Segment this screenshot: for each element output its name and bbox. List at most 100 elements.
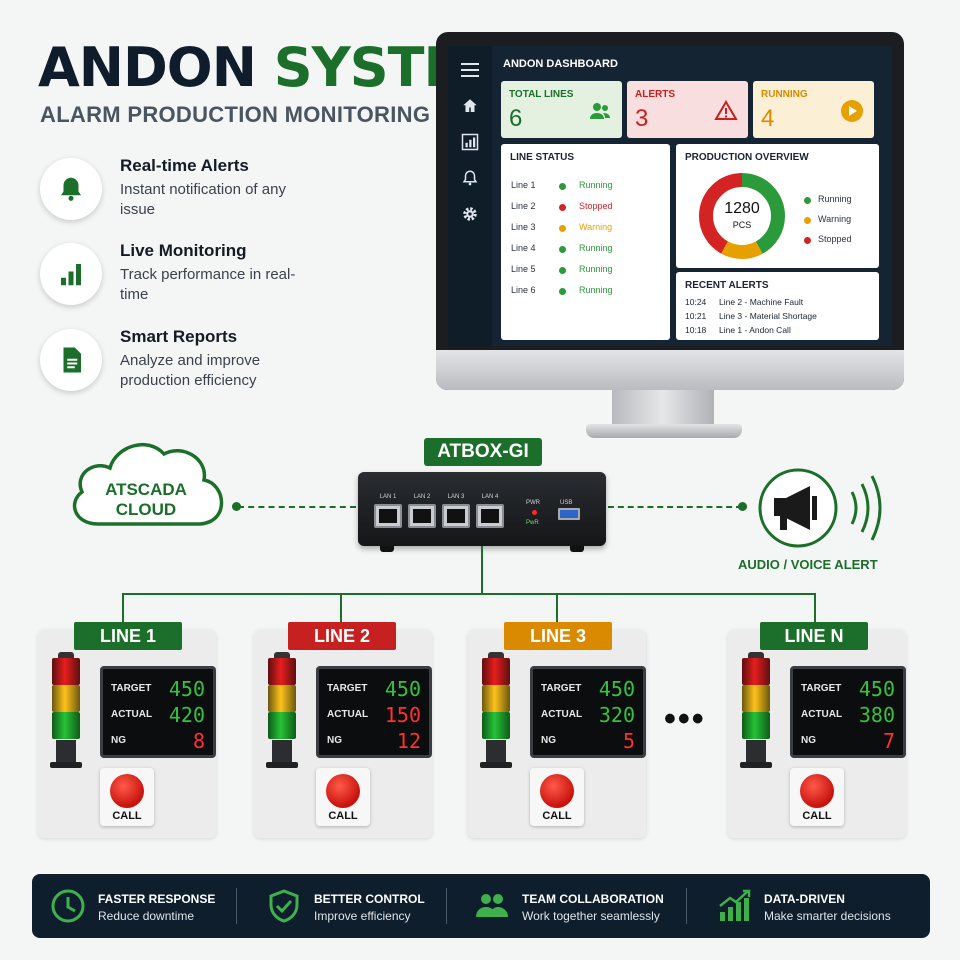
line-badge: LINE 2 (288, 622, 396, 650)
call-button[interactable]: CALL (530, 768, 584, 826)
kpi-alerts[interactable]: ALERTS 3 (627, 81, 748, 138)
dashboard-title: ANDON DASHBOARD (503, 58, 618, 70)
chart-icon[interactable] (460, 132, 480, 152)
call-label: CALL (112, 810, 142, 822)
warning-triangle-icon (714, 99, 738, 123)
device-foot (380, 546, 394, 552)
kpi-value: 4 (761, 105, 775, 132)
line-badge: LINE N (760, 622, 868, 650)
line-card: TARGET 450 ACTUAL 420 NG 8 CALL (38, 630, 216, 838)
device-foot (570, 546, 584, 552)
line-status-row[interactable]: Line 5 Running (511, 264, 661, 278)
line-card: TARGET 450 ACTUAL 150 NG 12 CALL (254, 630, 432, 838)
production-display: TARGET 450 ACTUAL 150 NG 12 (316, 666, 432, 758)
line-name: Line 1 (511, 180, 536, 190)
alert-time: 10:21 (685, 311, 707, 321)
target-label: TARGET (111, 683, 152, 694)
line-drop (122, 593, 124, 623)
legend-label: Stopped (818, 234, 852, 244)
benefits-bar: FASTER RESPONSE Reduce downtime BETTER C… (32, 874, 930, 938)
megaphone-icon (758, 468, 882, 548)
call-button[interactable]: CALL (316, 768, 370, 826)
dashboard-sidebar (448, 46, 492, 346)
call-button-cap[interactable] (540, 774, 574, 808)
status-dot (559, 183, 566, 190)
target-value: 450 (384, 677, 421, 701)
connection-node (232, 502, 241, 511)
legend-dot (804, 237, 811, 244)
home-icon[interactable] (460, 96, 480, 116)
monitor-stand-base (586, 424, 742, 438)
status-dot (559, 204, 566, 211)
benefit-title: BETTER CONTROL (314, 892, 425, 906)
legend-dot (804, 197, 811, 204)
signal-tower (480, 652, 512, 772)
page-subtitle: ALARM PRODUCTION MONITORING (40, 102, 431, 127)
gear-icon[interactable] (460, 204, 480, 224)
signal-tower (740, 652, 772, 772)
line-badge: LINE 3 (504, 622, 612, 650)
target-value: 450 (858, 677, 895, 701)
kpi-label: RUNNING (761, 89, 808, 100)
call-button[interactable]: CALL (790, 768, 844, 826)
actual-label: ACTUAL (111, 709, 153, 720)
actual-value: 150 (384, 703, 421, 727)
menu-icon[interactable] (460, 60, 480, 80)
donut-segment-stopped (699, 173, 785, 259)
target-value: 450 (168, 677, 205, 701)
signal-tower (266, 652, 298, 772)
line-status: Running (579, 243, 613, 253)
legend-label: Warning (818, 214, 852, 224)
line-name: Line 5 (511, 264, 536, 274)
line-status-row[interactable]: Line 1 Running (511, 180, 661, 194)
panel-title: LINE STATUS (510, 152, 575, 163)
line-badge: LINE 1 (74, 622, 182, 650)
kpi-total-lines[interactable]: TOTAL LINES 6 (501, 81, 622, 138)
line-status: Running (579, 180, 613, 190)
bell-icon[interactable] (460, 168, 480, 188)
cloud-icon (72, 442, 224, 526)
call-button-cap[interactable] (110, 774, 144, 808)
line-status: Running (579, 264, 613, 274)
lan-port (374, 504, 402, 528)
shield-check-icon (269, 889, 299, 923)
call-button-cap[interactable] (326, 774, 360, 808)
kpi-running[interactable]: RUNNING 4 (753, 81, 874, 138)
ng-label: NG (541, 735, 556, 746)
usb-label: USB (560, 500, 573, 506)
feature-smart-reports: Smart Reports Analyze and improve produc… (38, 327, 398, 403)
feature-title: Smart Reports (120, 327, 238, 346)
ng-value: 5 (622, 729, 635, 753)
line-drop (556, 593, 558, 623)
power-led (532, 510, 537, 515)
line-name: Line 6 (511, 285, 536, 295)
cloud-connection-line (238, 506, 356, 508)
kpi-label: TOTAL LINES (509, 89, 574, 100)
team-icon (476, 894, 508, 917)
green-light (268, 712, 296, 739)
call-button[interactable]: CALL (100, 768, 154, 826)
status-dot (559, 225, 566, 232)
feature-title: Real-time Alerts (120, 156, 249, 175)
call-button-cap[interactable] (800, 774, 834, 808)
kpi-label: ALERTS (635, 89, 675, 100)
line-name: Line 2 (511, 201, 536, 211)
feature-desc: Analyze and improve production efficienc… (120, 352, 261, 389)
green-light (482, 712, 510, 739)
play-icon (840, 99, 864, 123)
document-icon (40, 329, 102, 391)
red-light (482, 658, 510, 685)
actual-value: 320 (598, 703, 635, 727)
dashboard-screen: ANDON DASHBOARD TOTAL LINES 6 ALERTS 3 R… (448, 46, 892, 346)
alert-time: 10:24 (685, 297, 707, 307)
line-card: TARGET 450 ACTUAL 320 NG 5 CALL (468, 630, 646, 838)
title-part-andon: ANDON (38, 36, 274, 99)
kpi-value: 3 (635, 105, 649, 132)
benefit-title: DATA-DRIVEN (764, 892, 845, 906)
